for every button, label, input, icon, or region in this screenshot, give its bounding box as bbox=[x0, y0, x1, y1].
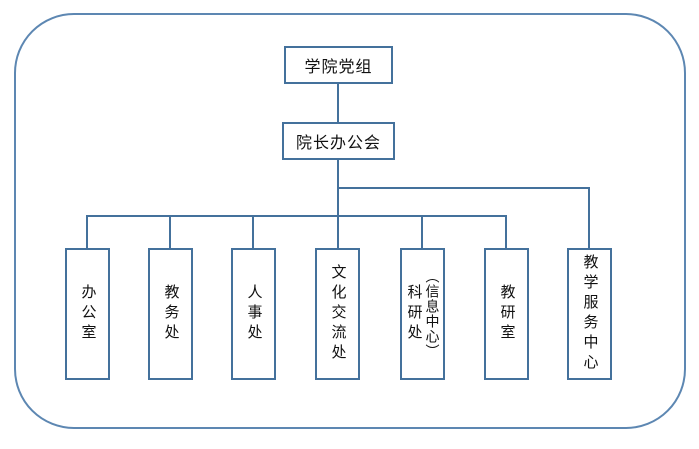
connector-drop-teaching-service bbox=[588, 187, 590, 248]
rounded-frame bbox=[14, 13, 686, 429]
dept-box-office-label: 办公室 bbox=[79, 284, 97, 344]
dept-box-teaching-service: 教学服务中心 bbox=[567, 248, 612, 380]
connector-upper-branch bbox=[338, 187, 590, 189]
box-college-party-group: 学院党组 bbox=[284, 46, 393, 84]
connector-drop-academic-affairs bbox=[169, 215, 171, 248]
box-college-party-group-label: 学院党组 bbox=[304, 59, 373, 76]
dept-box-research-annotation: （信息中心） bbox=[424, 269, 441, 359]
box-president-office-meeting-label: 院长办公会 bbox=[295, 135, 381, 152]
dept-box-academic-affairs-label: 教务处 bbox=[162, 284, 180, 344]
dept-box-cultural-exchange: 文化交流处 bbox=[315, 248, 360, 380]
connector-lower-branch bbox=[86, 215, 507, 217]
box-president-office-meeting: 院长办公会 bbox=[282, 122, 395, 160]
connector-level2-trunk bbox=[337, 160, 339, 248]
dept-box-personnel: 人事处 bbox=[231, 248, 276, 380]
connector-drop-research bbox=[421, 215, 423, 248]
dept-box-research: 科研处 （信息中心） bbox=[400, 248, 445, 380]
dept-box-teaching-research-label: 教研室 bbox=[498, 284, 516, 344]
dept-box-personnel-label: 人事处 bbox=[245, 284, 263, 344]
connector-root-to-level2 bbox=[337, 84, 339, 123]
dept-box-office: 办公室 bbox=[65, 248, 110, 380]
dept-box-teaching-service-label: 教学服务中心 bbox=[581, 254, 599, 374]
connector-drop-teaching-research bbox=[505, 215, 507, 248]
dept-box-teaching-research: 教研室 bbox=[484, 248, 529, 380]
dept-box-cultural-exchange-label: 文化交流处 bbox=[329, 264, 347, 364]
dept-box-academic-affairs: 教务处 bbox=[148, 248, 193, 380]
connector-drop-office bbox=[86, 215, 88, 248]
connector-drop-personnel bbox=[252, 215, 254, 248]
dept-box-research-label: 科研处 bbox=[405, 284, 423, 344]
